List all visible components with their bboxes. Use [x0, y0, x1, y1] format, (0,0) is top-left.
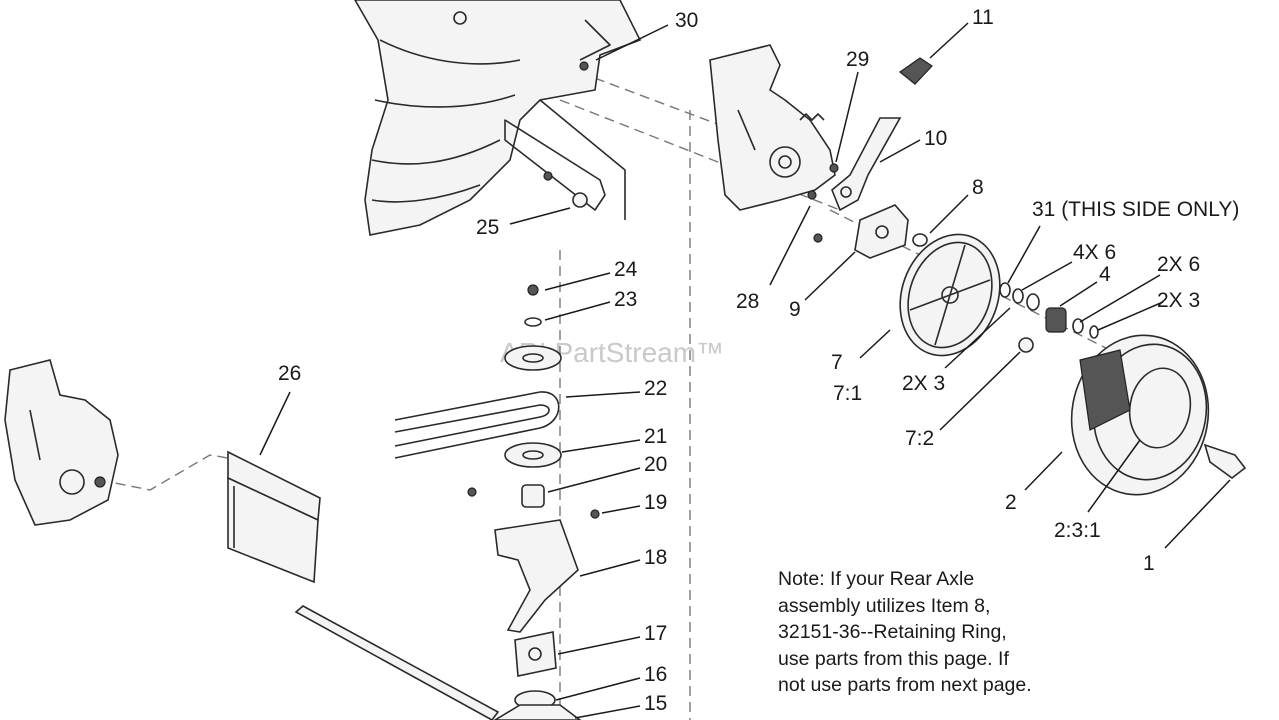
rear-wheel: [1070, 334, 1247, 496]
callout-4: 4: [1099, 263, 1111, 286]
callout-28: 28: [736, 290, 759, 313]
note-line: use parts from this page. If: [778, 647, 1009, 670]
note-line: 32151-36--Retaining Ring,: [778, 621, 1007, 643]
callout-10: 10: [924, 127, 947, 150]
callouts: 30 11 29 10 8 31 (THIS SIDE ONLY) 4X 6 4…: [278, 6, 1239, 715]
transmission-bracket: [493, 519, 582, 720]
callout-18: 18: [644, 546, 667, 569]
callout-22: 22: [644, 377, 667, 400]
height-adjuster-bracket: [709, 44, 836, 211]
callout-15: 15: [644, 692, 667, 715]
mower-housing: [354, 0, 642, 236]
callout-7-1: 7:1: [833, 382, 862, 405]
callout-25: 25: [476, 216, 499, 239]
note-line: Note: If your Rear Axle: [778, 568, 975, 590]
callout-2x3-upper: 2X 3: [1157, 289, 1200, 312]
callout-16: 16: [644, 663, 667, 686]
callout-30: 30: [675, 9, 698, 32]
callout-19: 19: [644, 491, 667, 514]
callout-9: 9: [789, 298, 801, 321]
drive-shaft: [294, 605, 500, 720]
callout-26: 26: [278, 362, 301, 385]
callout-1: 1: [1143, 552, 1155, 575]
callout-8: 8: [972, 176, 984, 199]
callout-7-2: 7:2: [905, 427, 934, 450]
callout-31: 31 (THIS SIDE ONLY): [1032, 198, 1239, 221]
callout-21: 21: [644, 425, 667, 448]
callout-2: 2: [1005, 491, 1017, 514]
note-line: assembly utilizes Item 8,: [778, 594, 991, 617]
callout-20: 20: [644, 453, 667, 476]
rear-axle: [504, 99, 626, 220]
callout-4x6: 4X 6: [1073, 241, 1116, 264]
washers-and-gear: [999, 282, 1099, 353]
callout-23: 23: [614, 288, 637, 311]
small-parts-upper: [807, 57, 933, 259]
callout-7: 7: [831, 351, 843, 374]
side-bracket: [4, 359, 119, 526]
callout-17: 17: [644, 622, 667, 645]
drive-belt-and-pulleys: [394, 284, 600, 519]
callout-2-3-1: 2:3:1: [1054, 519, 1101, 542]
callout-11: 11: [972, 6, 994, 29]
callout-2x3-lower: 2X 3: [902, 372, 945, 395]
wheel-hub: [899, 233, 1001, 357]
callout-29: 29: [846, 48, 869, 71]
rear-flap: [227, 450, 321, 584]
callout-24: 24: [614, 258, 638, 281]
rear-axle-note: Note: If your Rear Axle assembly utilize…: [778, 566, 1118, 699]
note-line: not use parts from next page.: [778, 674, 1032, 696]
leader-lines: [259, 22, 1231, 719]
callout-2x6: 2X 6: [1157, 253, 1200, 276]
